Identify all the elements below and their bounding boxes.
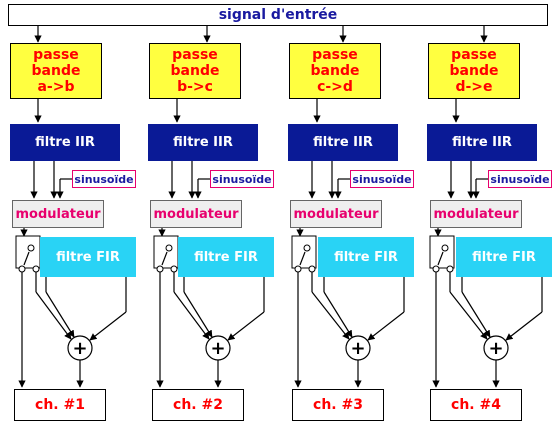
- filtre-iir-block-2: filtre IIR: [148, 124, 258, 161]
- filtre-iir-block-1: filtre IIR: [10, 124, 120, 161]
- arrow-switch-to-sum-3: [311, 291, 350, 340]
- passe-bande-block-4: passe bande d->e: [428, 43, 520, 99]
- switch-arm-3: [299, 251, 306, 266]
- switch-terminal-b-3: [308, 265, 316, 273]
- arrow-switch-to-sum-4: [449, 291, 488, 340]
- switch-terminal-a-1: [18, 265, 26, 273]
- switch-terminal-b-4: [446, 265, 454, 273]
- arrow-fir-to-sum-r-2: [227, 311, 265, 341]
- switch-pivot-4: [441, 244, 449, 252]
- channel-output-3: ch. #3: [292, 389, 384, 421]
- switch-box-4: [429, 235, 455, 269]
- sinusoide-label-1: sinusoïde: [72, 170, 136, 188]
- arrow-switch-to-sum-1: [35, 291, 72, 340]
- switch-pivot-2: [165, 244, 173, 252]
- summing-node-plus-2: +: [210, 338, 225, 359]
- passe-bande-block-3: passe bande c->d: [289, 43, 381, 99]
- switch-terminal-a-4: [432, 265, 440, 273]
- arrow-fir-to-sum-l-4: [461, 291, 491, 338]
- switch-terminal-a-2: [156, 265, 164, 273]
- switch-terminal-b-1: [32, 265, 40, 273]
- switch-box-3: [291, 235, 317, 269]
- modulateur-block-3: modulateur: [290, 200, 382, 228]
- sinusoide-label-3: sinusoïde: [350, 170, 414, 188]
- arrow-fir-to-sum-r-4: [505, 311, 543, 341]
- passe-bande-block-2: passe bande b->c: [149, 43, 241, 99]
- sinusoide-label-4: sinusoïde: [488, 170, 552, 188]
- arrow-fir-to-sum-l-1: [45, 291, 75, 338]
- switch-terminal-a-3: [294, 265, 302, 273]
- channel-output-2: ch. #2: [152, 389, 244, 421]
- filtre-iir-block-3: filtre IIR: [288, 124, 398, 161]
- arrow-switch-to-sum-2: [173, 291, 210, 340]
- arrow-fir-to-sum-r-1: [89, 311, 127, 341]
- switch-pivot-3: [303, 244, 311, 252]
- modulateur-block-4: modulateur: [430, 200, 522, 228]
- arrow-fir-to-sum-r-3: [367, 311, 405, 341]
- arrow-fir-to-sum-l-3: [323, 291, 353, 338]
- filtre-iir-block-4: filtre IIR: [427, 124, 537, 161]
- modulateur-block-1: modulateur: [12, 200, 104, 228]
- passe-bande-block-1: passe bande a->b: [10, 43, 102, 99]
- filtre-fir-block-3: filtre FIR: [318, 237, 414, 277]
- filtre-fir-block-2: filtre FIR: [178, 237, 274, 277]
- summing-node-plus-3: +: [350, 338, 365, 359]
- arrow-fir-to-sum-l-2: [183, 291, 213, 338]
- switch-box-1: [15, 235, 41, 269]
- channel-output-4: ch. #4: [430, 389, 522, 421]
- summing-node-plus-4: +: [488, 338, 503, 359]
- summing-node-plus-1: +: [72, 338, 87, 359]
- switch-terminal-b-2: [170, 265, 178, 273]
- switch-pivot-1: [27, 244, 35, 252]
- filtre-fir-block-1: filtre FIR: [40, 237, 136, 277]
- modulateur-block-2: modulateur: [150, 200, 242, 228]
- switch-arm-2: [161, 251, 168, 266]
- filtre-fir-block-4: filtre FIR: [456, 237, 552, 277]
- channel-output-1: ch. #1: [14, 389, 106, 421]
- input-signal-header: signal d'entrée: [8, 4, 548, 26]
- sinusoide-label-2: sinusoïde: [210, 170, 274, 188]
- switch-arm-4: [437, 251, 444, 266]
- switch-box-2: [153, 235, 179, 269]
- switch-arm-1: [23, 251, 30, 266]
